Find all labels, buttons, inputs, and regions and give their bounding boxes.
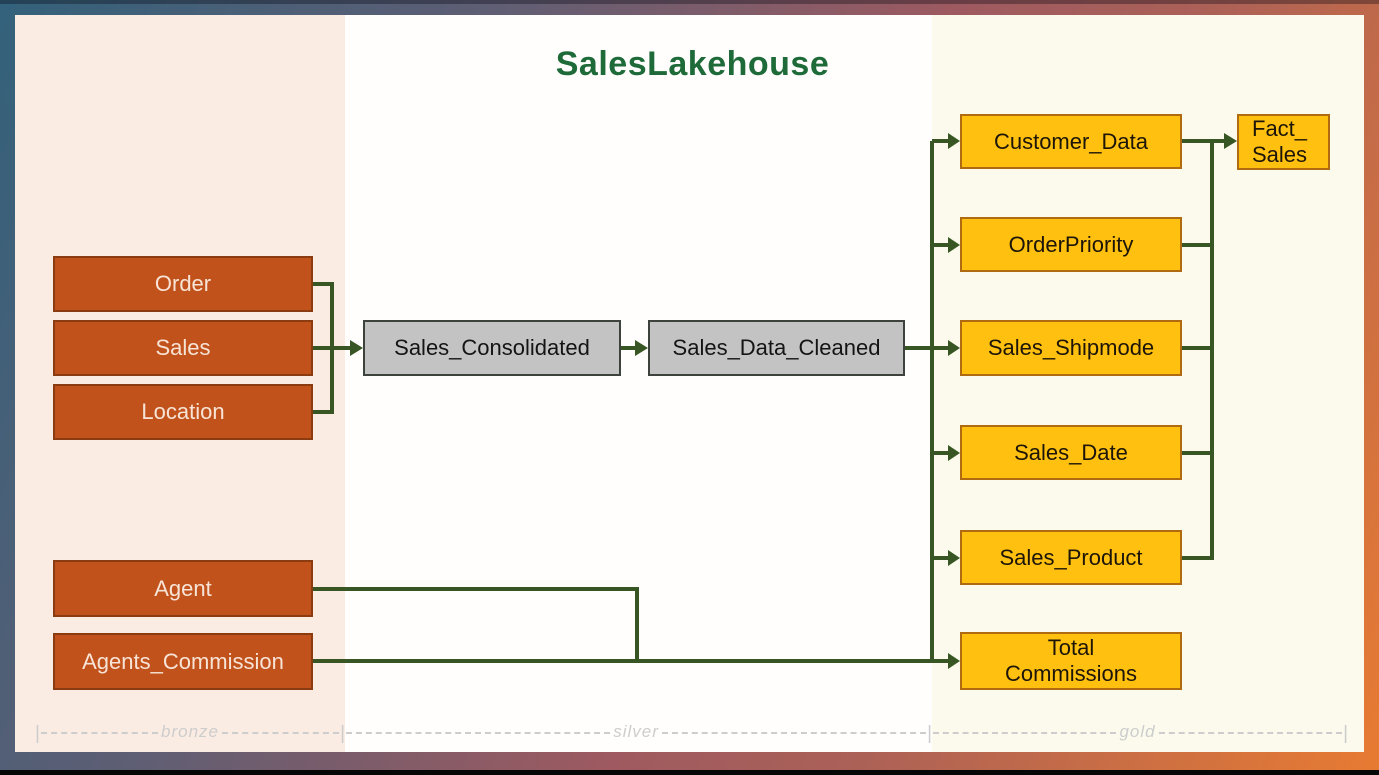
ruler-gold: gold | <box>932 721 1348 747</box>
node-sales-data-cleaned: Sales_Data_Cleaned <box>648 320 905 376</box>
ruler-dashes <box>346 732 611 734</box>
node-sales-date: Sales_Date <box>960 425 1182 480</box>
node-order-priority: OrderPriority <box>960 217 1182 272</box>
node-agent-label: Agent <box>154 575 212 601</box>
node-order: Order <box>53 256 313 312</box>
bronze-zone-background <box>15 15 345 752</box>
node-sales-product-label: Sales_Product <box>999 544 1143 570</box>
node-order-label: Order <box>154 271 212 296</box>
ruler-dashes <box>933 732 1117 734</box>
ruler-bronze: | bronze | <box>35 721 345 747</box>
node-location: Location <box>53 384 313 440</box>
node-total-commissions-label: Total Commissions <box>1004 635 1138 686</box>
ruler-dashes <box>222 732 340 734</box>
ruler-silver-label: silver <box>613 722 659 741</box>
node-agents-commission: Agents_Commission <box>53 633 313 690</box>
node-customer-data: Customer_Data <box>960 114 1182 169</box>
node-fact-sales-label: Fact_ Sales <box>1252 116 1308 167</box>
silver-zone-background <box>345 15 932 752</box>
ruler-dashes <box>40 732 159 734</box>
node-sales-product: Sales_Product <box>960 530 1182 585</box>
ruler-pipe: | <box>35 722 40 744</box>
node-sales-consolidated-label: Sales_Consolidated <box>394 335 590 360</box>
ruler-dashes <box>1158 732 1343 734</box>
ruler-pipe: | <box>340 722 346 744</box>
top-edge-shade <box>0 0 1379 4</box>
node-fact-sales: Fact_ Sales <box>1237 114 1330 170</box>
node-sales-shipmode: Sales_Shipmode <box>960 320 1182 376</box>
node-sales-label: Sales <box>155 335 211 360</box>
ruler-pipe: | <box>927 722 933 744</box>
node-order-priority-label: OrderPriority <box>1008 231 1134 257</box>
ruler-pipe: | <box>1343 722 1349 744</box>
node-sales-data-cleaned-label: Sales_Data_Cleaned <box>672 335 881 360</box>
node-customer-data-label: Customer_Data <box>993 128 1149 154</box>
ruler-gold-label: gold <box>1119 722 1156 741</box>
diagram-canvas: SalesLakehouse <box>15 15 1364 752</box>
bottom-edge-strip <box>0 770 1379 775</box>
node-sales-date-label: Sales_Date <box>1014 439 1128 465</box>
node-sales-consolidated: Sales_Consolidated <box>363 320 621 376</box>
node-location-label: Location <box>141 399 225 424</box>
ruler-silver: silver | <box>345 721 932 747</box>
node-sales: Sales <box>53 320 313 376</box>
node-agents-commission-label: Agents_Commission <box>82 648 284 674</box>
node-sales-shipmode-label: Sales_Shipmode <box>987 335 1155 360</box>
ruler-dashes <box>661 732 927 734</box>
ruler-bronze-label: bronze <box>161 722 219 741</box>
node-total-commissions: Total Commissions <box>960 632 1182 690</box>
page-title: SalesLakehouse <box>555 45 830 83</box>
node-agent: Agent <box>53 560 313 617</box>
